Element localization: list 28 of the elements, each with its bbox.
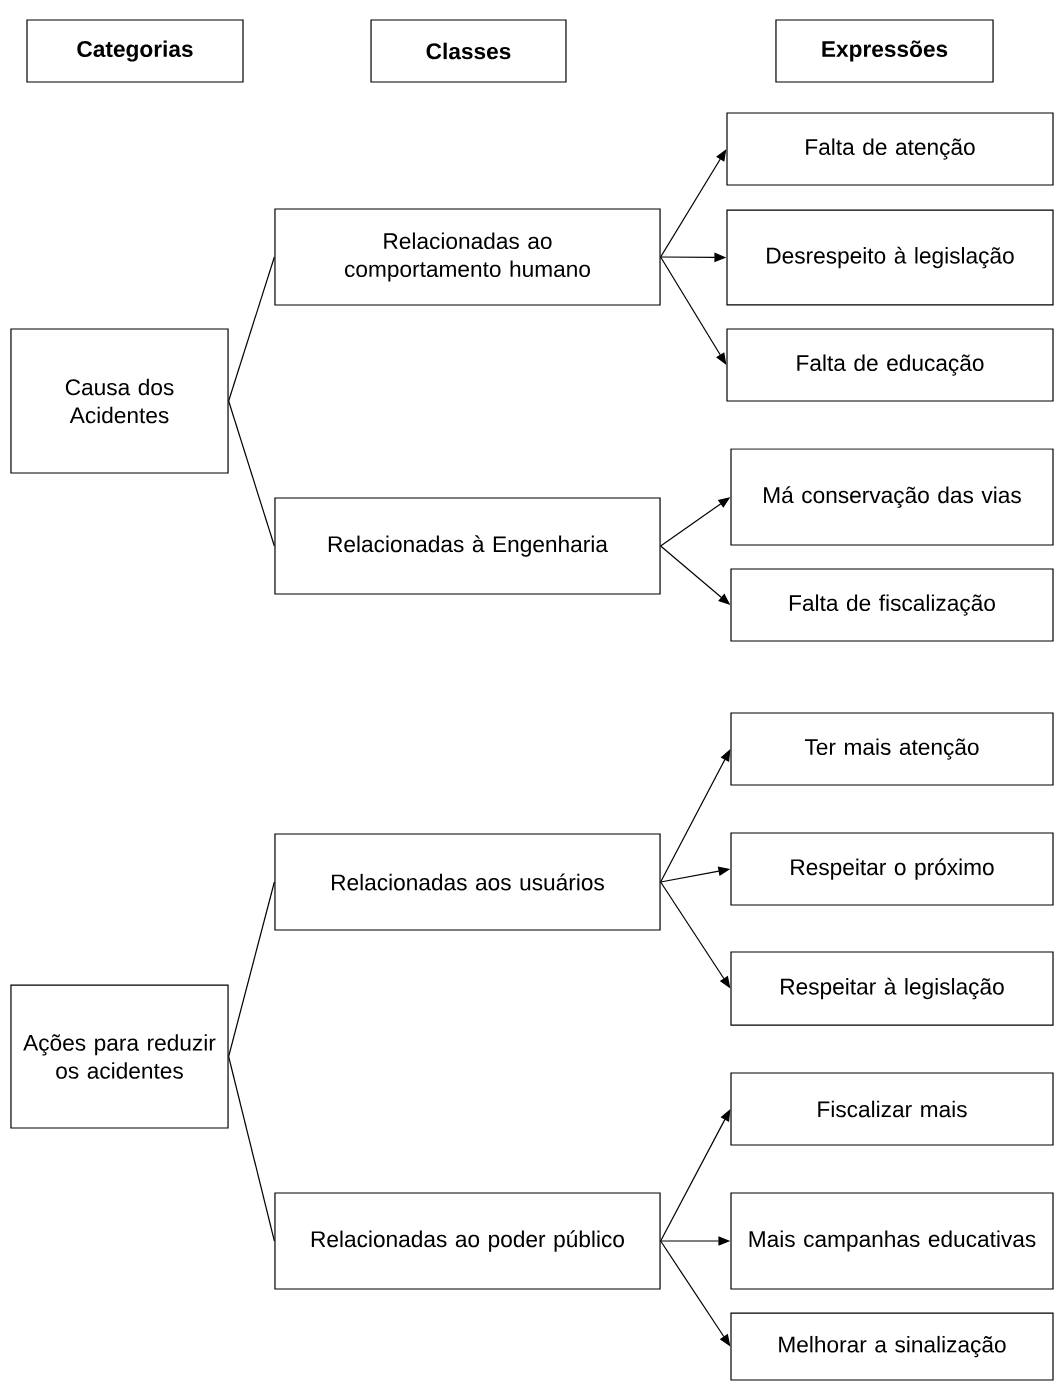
text-box: Relacionadas aos usuários [274, 833, 661, 931]
arrow [660, 256, 727, 365]
connector-line [228, 1055, 275, 1242]
text-box: Desrespeito à legislação [726, 209, 1054, 306]
text-box: Falta de educação [726, 328, 1054, 402]
text-box: Relacionadas ao comportamento humano [274, 208, 661, 306]
connector-line [228, 400, 275, 547]
text-box: Ações para reduzir os acidentes [10, 984, 229, 1129]
arrow [660, 749, 731, 883]
connector-line [228, 256, 275, 402]
text-box: Ter mais atenção [730, 712, 1054, 786]
text-box: Causa dos Acidentes [10, 328, 229, 474]
text-box: Falta de atenção [726, 112, 1054, 186]
arrow [660, 149, 727, 258]
text-box: Respeitar à legislação [730, 951, 1054, 1026]
header-box: Categorias [26, 19, 244, 83]
text-box: Falta de fiscalização [730, 568, 1054, 642]
connector-line [228, 881, 275, 1058]
text-box: Fiscalizar mais [730, 1072, 1054, 1146]
arrow [660, 1109, 731, 1242]
text-box: Respeitar o próximo [730, 832, 1054, 906]
header-box: Expressões [775, 19, 994, 83]
text-box: Mais campanhas educativas [730, 1192, 1054, 1290]
text-box: Relacionadas à Engenharia [274, 497, 661, 595]
text-box: Má conservação das vias [730, 448, 1054, 546]
text-box: Relacionadas ao poder público [274, 1192, 661, 1290]
header-box: Classes [370, 19, 567, 83]
text-box: Melhorar a sinalização [730, 1312, 1054, 1381]
